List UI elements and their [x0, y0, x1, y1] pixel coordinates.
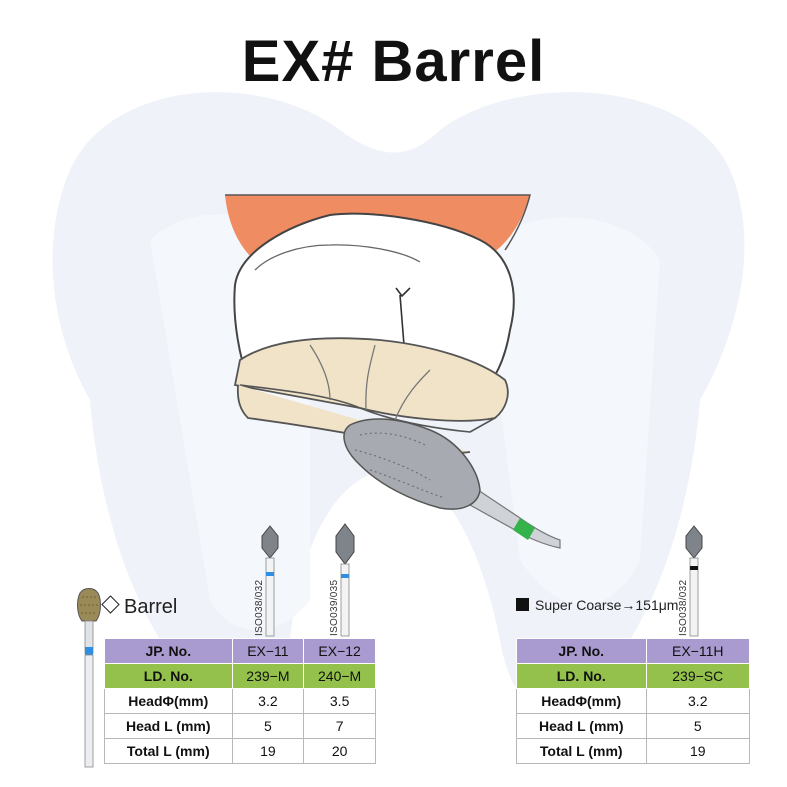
- row-label: JP. No.: [516, 638, 647, 664]
- table-cell: 3.2: [231, 688, 305, 714]
- table-row: LD. No. 239−M 240−M: [104, 663, 376, 689]
- barrel-spec-table: JP. No. EX−11 EX−12 LD. No. 239−M 240−M …: [104, 638, 376, 764]
- bur-ex11-drawing: [261, 525, 279, 637]
- barrel-heading: Barrel: [101, 595, 178, 619]
- table-cell: 239−SC: [645, 663, 750, 689]
- bur-ex12-drawing: [335, 523, 355, 637]
- super-coarse-heading-text: Super Coarse→151μm: [535, 597, 679, 613]
- super-coarse-spec-table: JP. No. EX−11H LD. No. 239−SC HeadΦ(mm) …: [516, 638, 750, 764]
- iso-label-ex11: ISO038/032: [254, 579, 265, 636]
- row-label: JP. No.: [104, 638, 233, 664]
- barrel-heading-text: Barrel: [124, 596, 178, 618]
- table-cell: EX−11: [231, 638, 305, 664]
- iso-label-ex12: ISO039/035: [329, 579, 340, 636]
- table-cell: 19: [231, 738, 305, 764]
- table-row: JP. No. EX−11 EX−12: [104, 638, 376, 664]
- table-row: HeadΦ(mm) 3.2 3.5: [104, 688, 376, 714]
- row-label: LD. No.: [104, 663, 233, 689]
- row-label: Total L (mm): [516, 738, 647, 764]
- row-label: HeadΦ(mm): [516, 688, 647, 714]
- table-cell: EX−11H: [645, 638, 750, 664]
- table-cell: EX−12: [303, 638, 376, 664]
- bur-ex11h-drawing: [685, 525, 703, 637]
- table-cell: 5: [231, 713, 305, 739]
- table-row: Total L (mm) 19: [516, 738, 750, 764]
- table-row: JP. No. EX−11H: [516, 638, 750, 664]
- row-label: Head L (mm): [516, 713, 647, 739]
- barrel-bur-side-view: [77, 588, 101, 768]
- table-cell: 3.5: [303, 688, 376, 714]
- page-title: EX# Barrel: [241, 29, 546, 94]
- table-cell: 3.2: [645, 688, 750, 714]
- table-row: Head L (mm) 5 7: [104, 713, 376, 739]
- super-coarse-heading: Super Coarse→151μm: [516, 597, 678, 613]
- table-row: Total L (mm) 19 20: [104, 738, 376, 764]
- iso-label-ex11h: ISO038/032: [678, 579, 689, 636]
- row-label: HeadΦ(mm): [104, 688, 233, 714]
- table-cell: 20: [303, 738, 376, 764]
- row-label: LD. No.: [516, 663, 647, 689]
- row-label: Total L (mm): [104, 738, 233, 764]
- row-label: Head L (mm): [104, 713, 233, 739]
- table-row: HeadΦ(mm) 3.2: [516, 688, 750, 714]
- table-cell: 5: [645, 713, 750, 739]
- black-square-icon: [516, 598, 529, 611]
- bur-ex11-band: [266, 572, 274, 576]
- table-row: LD. No. 239−SC: [516, 663, 750, 689]
- table-cell: 240−M: [303, 663, 376, 689]
- table-cell: 239−M: [231, 663, 305, 689]
- table-row: Head L (mm) 5: [516, 713, 750, 739]
- table-cell: 19: [645, 738, 750, 764]
- table-cell: 7: [303, 713, 376, 739]
